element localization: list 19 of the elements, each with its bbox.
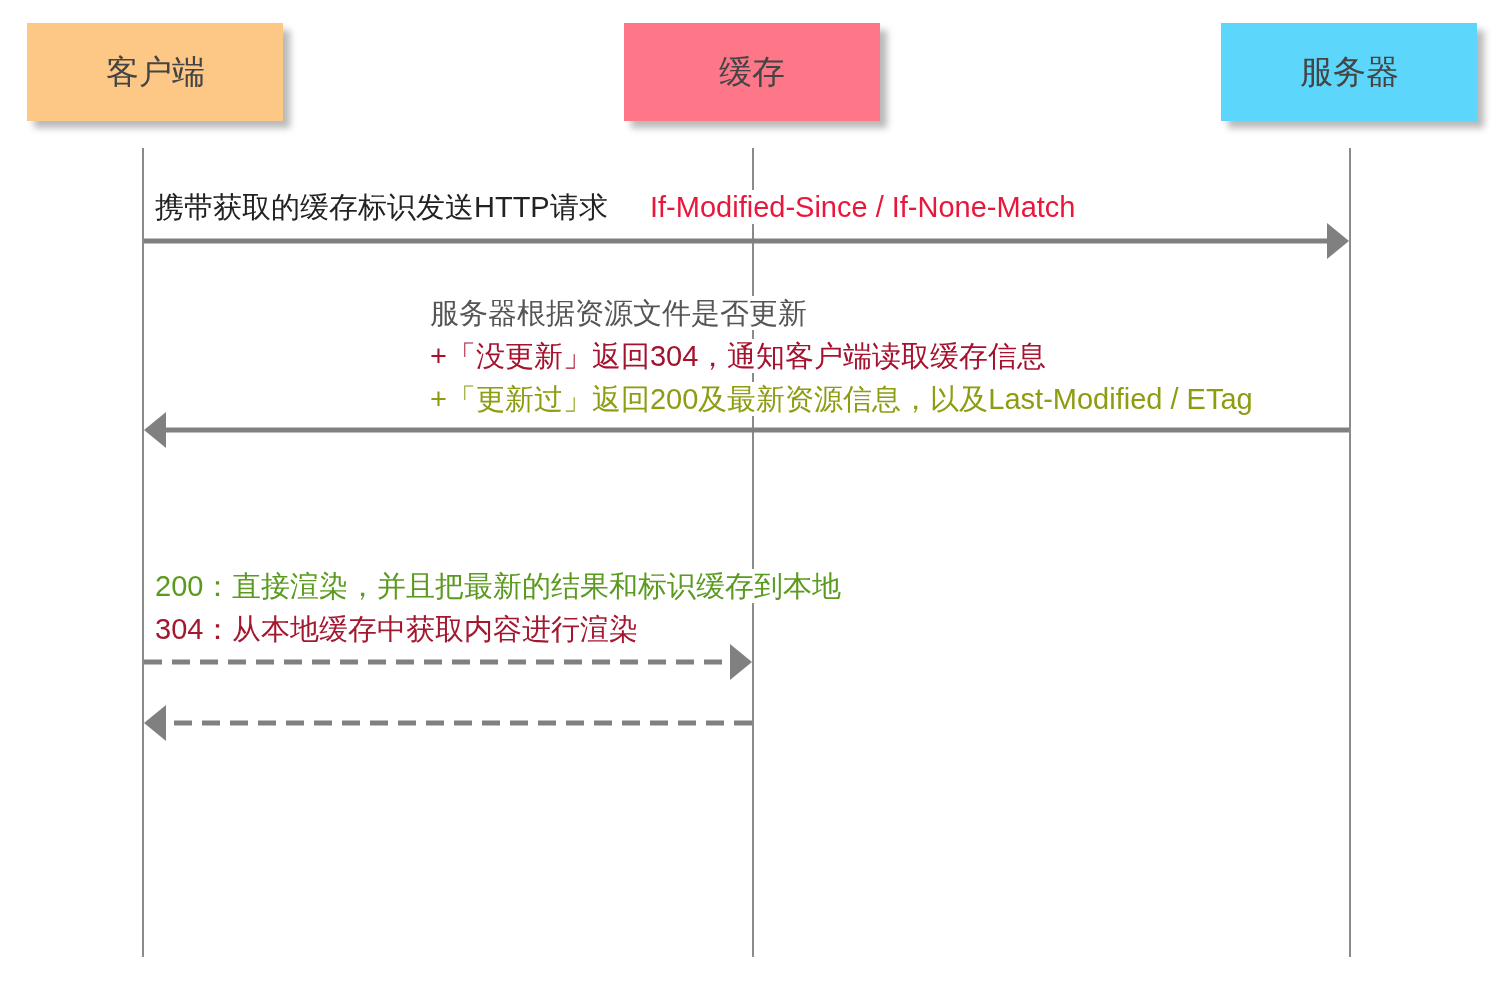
participant-box [624,23,880,121]
lifeline [1349,148,1351,957]
note-label: 200：直接渲染，并且把最新的结果和标识缓存到本地 [155,569,842,603]
lifeline [142,148,144,957]
dashed-arrow [144,705,752,741]
participant-box [27,23,283,121]
dashed-arrow [144,644,752,680]
note-label: +「没更新」返回304，通知客户端读取缓存信息 [430,339,1047,373]
message-label: 携带获取的缓存标识发送HTTP请求 [155,190,608,224]
participant-box [1221,23,1477,121]
participant-name: 客户端 [105,52,205,92]
note-label: +「更新过」返回200及最新资源信息，以及Last-Modified / ETag [430,382,1253,416]
note-label: 304：从本地缓存中获取内容进行渲染 [155,612,639,646]
header-label: If-Modified-Since / If-None-Match [650,190,1076,224]
participant-name: 服务器 [1299,52,1399,92]
note-label: 服务器根据资源文件是否更新 [430,296,807,330]
arrow [144,412,1349,448]
participant-name: 缓存 [719,52,785,92]
arrow [144,223,1349,259]
